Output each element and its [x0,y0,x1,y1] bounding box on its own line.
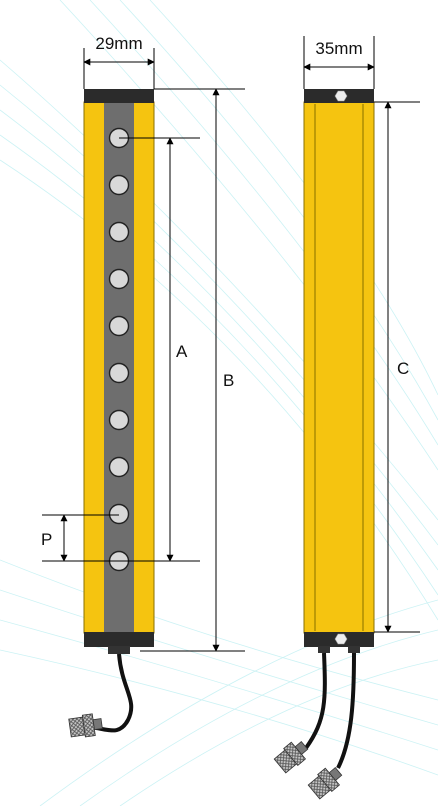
emitter-plug-icon [68,713,103,738]
receiver-plug-icon-1 [273,741,309,774]
lens-icon [108,174,130,196]
width-right-label: 35mm [315,39,362,58]
receiver-plug-icon-2 [307,767,343,800]
receiver-connector-base [318,646,330,653]
receiver-cable-2 [336,652,356,769]
label-c: C [397,359,409,378]
bottom-screw-icon [334,633,348,645]
receiver-cable-1 [304,652,327,750]
emitter-connector-base [108,646,130,654]
width-left-label: 29mm [95,34,142,53]
label-p: P [41,530,52,549]
lens-icon [108,503,130,525]
lens-icon [108,221,130,243]
lens-icon [108,315,130,337]
lens-icon [108,362,130,384]
label-b: B [223,371,234,390]
emitter-cable [95,653,134,733]
receiver-unit: 35mm C [273,36,420,800]
receiver-housing [303,101,375,634]
lens-icon [108,456,130,478]
label-a: A [176,342,188,361]
receiver-connector-base [348,646,360,653]
lens-icon [108,409,130,431]
top-screw-icon [334,90,348,102]
emitter-unit: 29mm B A P [41,34,245,738]
lens-icon [108,268,130,290]
emitter-bottom-cap [84,632,154,647]
emitter-top-cap [84,89,154,103]
